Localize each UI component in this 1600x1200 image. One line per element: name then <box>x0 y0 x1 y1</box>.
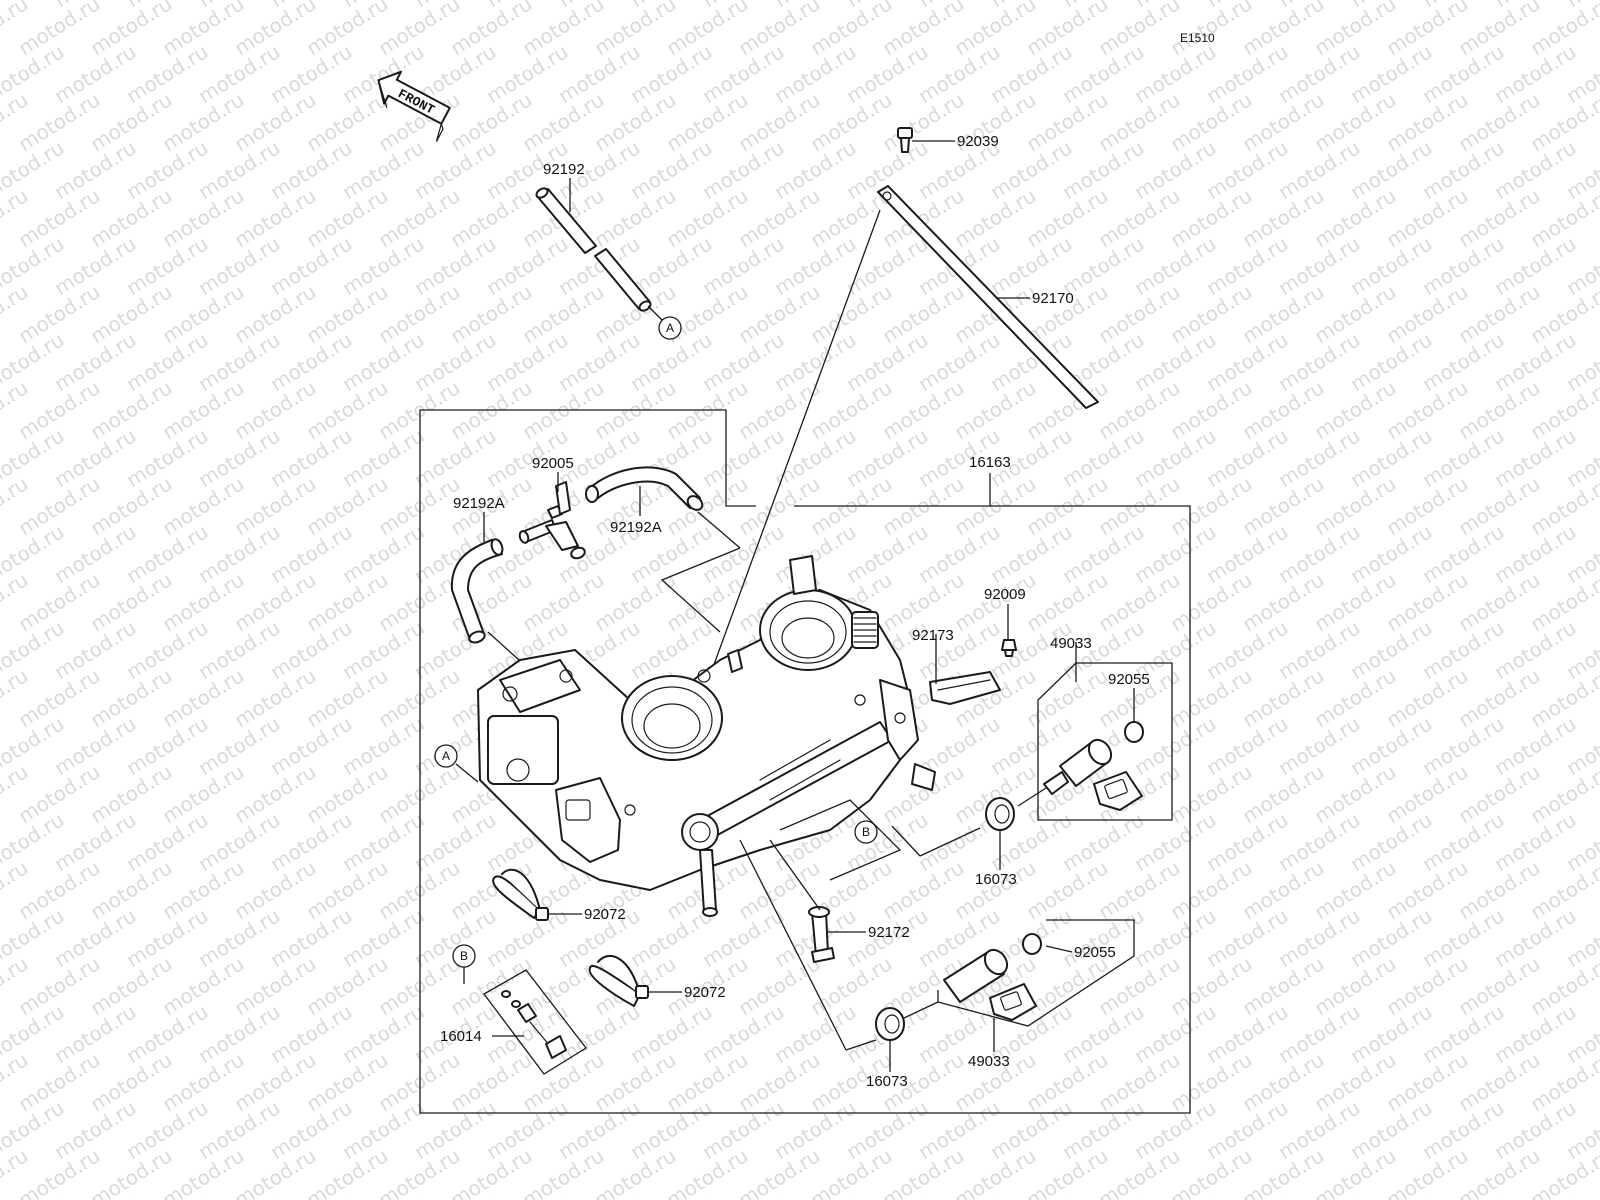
seal-16073-bottom <box>875 1007 905 1041</box>
part-label-92009: 92009 <box>984 586 1026 603</box>
hose-92192a-left <box>450 538 504 644</box>
callout-b-rail-letter: B <box>862 825 870 839</box>
injector-49033-bottom <box>943 948 1037 1021</box>
callout-b-kit-letter: B <box>460 949 468 963</box>
hose-92192a-right <box>585 466 704 511</box>
part-label-92055-top: 92055 <box>1108 671 1150 688</box>
part-label-92192A-left: 92192A <box>453 495 505 512</box>
drawing-code: E1510 <box>1180 31 1215 45</box>
part-label-92170: 92170 <box>1032 290 1074 307</box>
part-label-16073-top: 16073 <box>975 871 1017 888</box>
callout-a-left <box>434 744 458 768</box>
bolt-92039 <box>897 127 913 153</box>
part-label-92072-top: 92072 <box>584 906 626 923</box>
screw-kit-16014 <box>501 990 567 1059</box>
injector-group-frame-top <box>1037 662 1173 821</box>
part-label-92173: 92173 <box>912 627 954 644</box>
part-label-16014: 16014 <box>440 1028 482 1045</box>
part-label-92055-bottom: 92055 <box>1074 944 1116 961</box>
injector-group-frame-bottom <box>937 919 1135 1027</box>
clamp-92173 <box>929 671 1001 705</box>
part-label-49033-top: 49033 <box>1050 635 1092 652</box>
part-label-92072-bottom: 92072 <box>684 984 726 1001</box>
part-label-16163: 16163 <box>969 454 1011 471</box>
part-label-92192: 92192 <box>543 161 585 178</box>
assembly-frame-16163 <box>419 409 1191 1114</box>
o-ring-92055-bottom <box>1022 933 1042 955</box>
part-label-92192A-right: 92192A <box>610 519 662 536</box>
kit-frame-16014 <box>483 969 587 1075</box>
part-label-49033-bottom: 49033 <box>968 1053 1010 1070</box>
cable-tie-92072-top <box>492 868 549 921</box>
o-ring-92055-top <box>1124 721 1144 743</box>
part-label-92039: 92039 <box>957 133 999 150</box>
fitting-92005 <box>518 481 586 560</box>
bolt-92172 <box>808 906 835 963</box>
throttle-body-assembly <box>477 555 936 917</box>
part-label-92172: 92172 <box>868 924 910 941</box>
part-label-16073-bottom: 16073 <box>866 1073 908 1090</box>
callout-a-top-letter: A <box>666 321 674 335</box>
callout-a-top <box>658 316 682 340</box>
part-label-92005: 92005 <box>532 455 574 472</box>
seal-16073-top <box>985 797 1015 831</box>
strap-92170 <box>877 185 1099 409</box>
cable-tie-92072-bottom <box>588 955 649 1007</box>
screw-92009 <box>1001 639 1017 657</box>
callout-a-left-letter: A <box>442 749 450 763</box>
injector-49033-top <box>1043 738 1143 811</box>
hose-92192 <box>535 187 652 312</box>
callout-b-rail <box>854 820 878 844</box>
